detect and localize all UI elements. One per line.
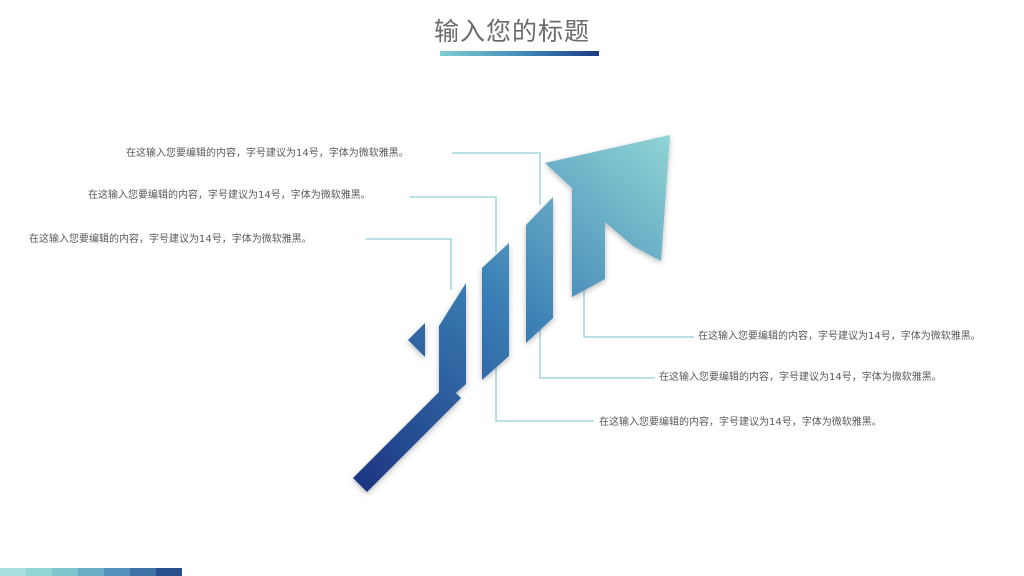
label-right-1: 在这输入您要编辑的内容，字号建议为14号，字体为微软雅黑。 — [698, 331, 981, 342]
arrow-shaft — [353, 384, 461, 492]
footer-swatch — [78, 568, 104, 576]
page-title: 输入您的标题 — [433, 17, 590, 46]
footer-swatch — [104, 568, 130, 576]
footer-swatch — [156, 568, 182, 576]
arrow-notch-left — [408, 323, 425, 357]
connector-line-6 — [495, 362, 594, 422]
connector-line-5 — [539, 320, 655, 379]
connector-line-1 — [452, 152, 541, 205]
footer-swatch — [0, 568, 26, 576]
connector-line-2 — [410, 196, 497, 252]
footer-color-strip — [0, 568, 182, 576]
label-left-2: 在这输入您要编辑的内容，字号建议为14号，字体为微软雅黑。 — [88, 190, 371, 201]
arrow-bar-2 — [482, 243, 509, 380]
label-left-3: 在这输入您要编辑的内容，字号建议为14号，字体为微软雅黑。 — [29, 234, 312, 245]
label-right-2: 在这输入您要编辑的内容，字号建议为14号，字体为微软雅黑。 — [659, 372, 942, 383]
arrow-bar-3 — [526, 197, 553, 343]
connector-lines — [366, 152, 694, 422]
footer-swatch — [26, 568, 52, 576]
connector-line-3 — [366, 238, 452, 290]
arrow-body — [353, 135, 670, 492]
footer-swatch — [130, 568, 156, 576]
connector-line-4 — [583, 275, 694, 338]
footer-swatch — [52, 568, 78, 576]
label-right-3: 在这输入您要编辑的内容，字号建议为14号，字体为微软雅黑。 — [599, 417, 882, 428]
label-left-1: 在这输入您要编辑的内容，字号建议为14号，字体为微软雅黑。 — [126, 148, 409, 159]
title-underline — [440, 51, 599, 56]
arrow-head — [545, 135, 670, 297]
arrow-bar-1 — [439, 283, 466, 408]
